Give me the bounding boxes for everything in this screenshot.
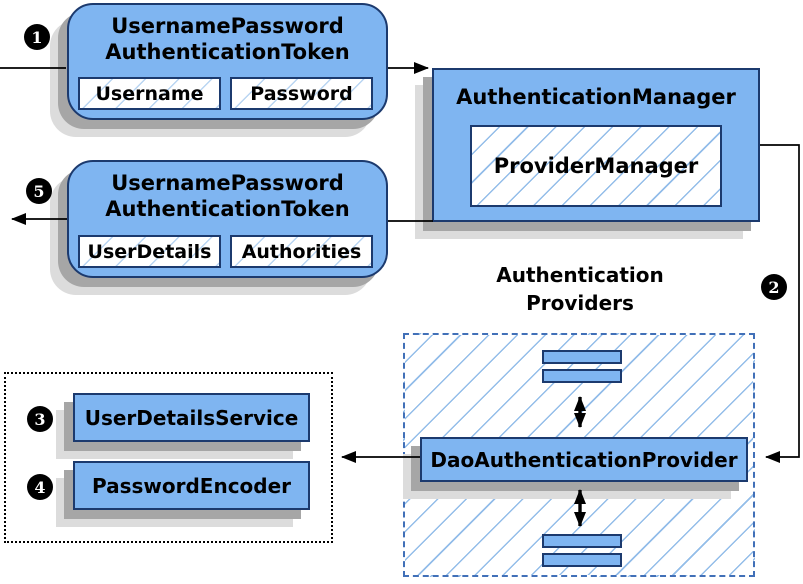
authentication-manager-title: AuthenticationManager [456,85,736,109]
user-details-service-box: UserDetailsService [73,393,310,442]
response-token-title-line2: AuthenticationToken [105,196,350,221]
response-token-box: UsernamePassword AuthenticationToken Use… [67,160,388,278]
request-token-fields: Username Password [78,77,373,110]
provider-manager-box: ProviderManager [470,125,722,207]
request-token-title-line1: UsernamePassword [111,14,344,38]
providers-label: Authentication Providers [440,261,720,317]
request-token-title-line2: AuthenticationToken [105,39,350,64]
step-4-badge: 4 [27,474,53,500]
providers-label-line1: Authentication [496,263,664,287]
providers-group-box: DaoAuthenticationProvider [403,333,755,577]
provider-stack-bar-top-2 [542,369,622,383]
user-details-field: UserDetails [78,235,221,268]
password-field: Password [230,77,373,110]
request-token-title: UsernamePassword AuthenticationToken [69,5,386,65]
step-5-badge: 5 [26,178,52,204]
step-3-badge: 3 [27,406,53,432]
password-encoder-box: PasswordEncoder [73,461,310,510]
step-1-badge: 1 [24,24,50,50]
providers-label-line2: Providers [526,291,634,315]
step-2-badge: 2 [761,274,787,300]
provider-stack-bar-bottom-2 [542,553,622,567]
response-token-fields: UserDetails Authorities [78,235,373,268]
request-token-box: UsernamePassword AuthenticationToken Use… [67,3,388,120]
authentication-manager-box: AuthenticationManager ProviderManager [432,68,760,222]
dao-authentication-provider-box: DaoAuthenticationProvider [420,437,748,482]
provider-stack-bar-bottom-1 [542,534,622,548]
authorities-field: Authorities [230,235,373,268]
response-token-title: UsernamePassword AuthenticationToken [69,162,386,222]
manager-to-provider-arrow [760,144,800,463]
provider-stack-bar-top-1 [542,350,622,364]
username-field: Username [78,77,221,110]
response-token-title-line1: UsernamePassword [111,171,344,195]
services-group-box: UserDetailsService PasswordEncoder [4,372,333,543]
